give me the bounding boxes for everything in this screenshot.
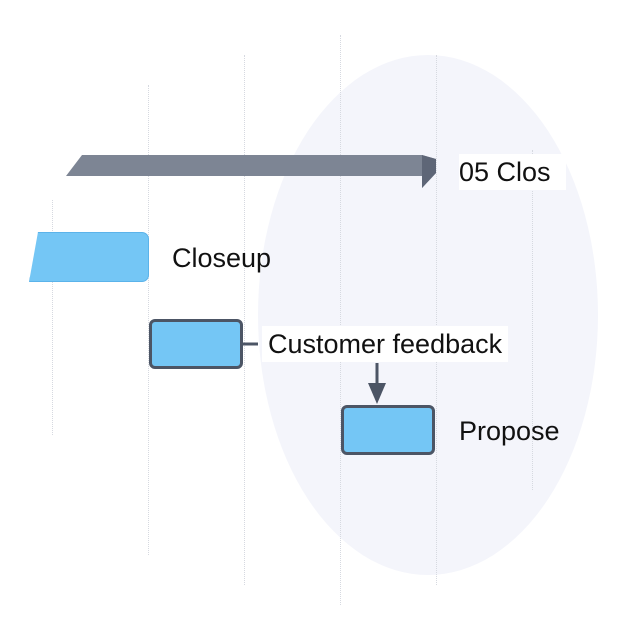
task-bar-closeup[interactable]	[29, 232, 149, 282]
timeline-gridline	[340, 35, 341, 605]
task-bar-propose[interactable]	[341, 405, 435, 455]
timeline-gridline	[52, 200, 53, 435]
summary-task-bar[interactable]	[66, 155, 438, 191]
timeline-gridline	[436, 55, 437, 585]
task-label-customer-feedback: Customer feedback	[262, 326, 509, 362]
timeline-gridline	[532, 150, 533, 490]
timeline-gridline	[148, 85, 149, 555]
task-label-closeup: Closeup	[172, 243, 272, 273]
summary-task-label: 05 Clos	[459, 154, 566, 190]
timeline-gridline	[244, 55, 245, 585]
task-label-propose: Propose	[459, 416, 560, 446]
task-bar-customer-feedback[interactable]	[149, 319, 243, 369]
background-highlight	[258, 55, 598, 575]
